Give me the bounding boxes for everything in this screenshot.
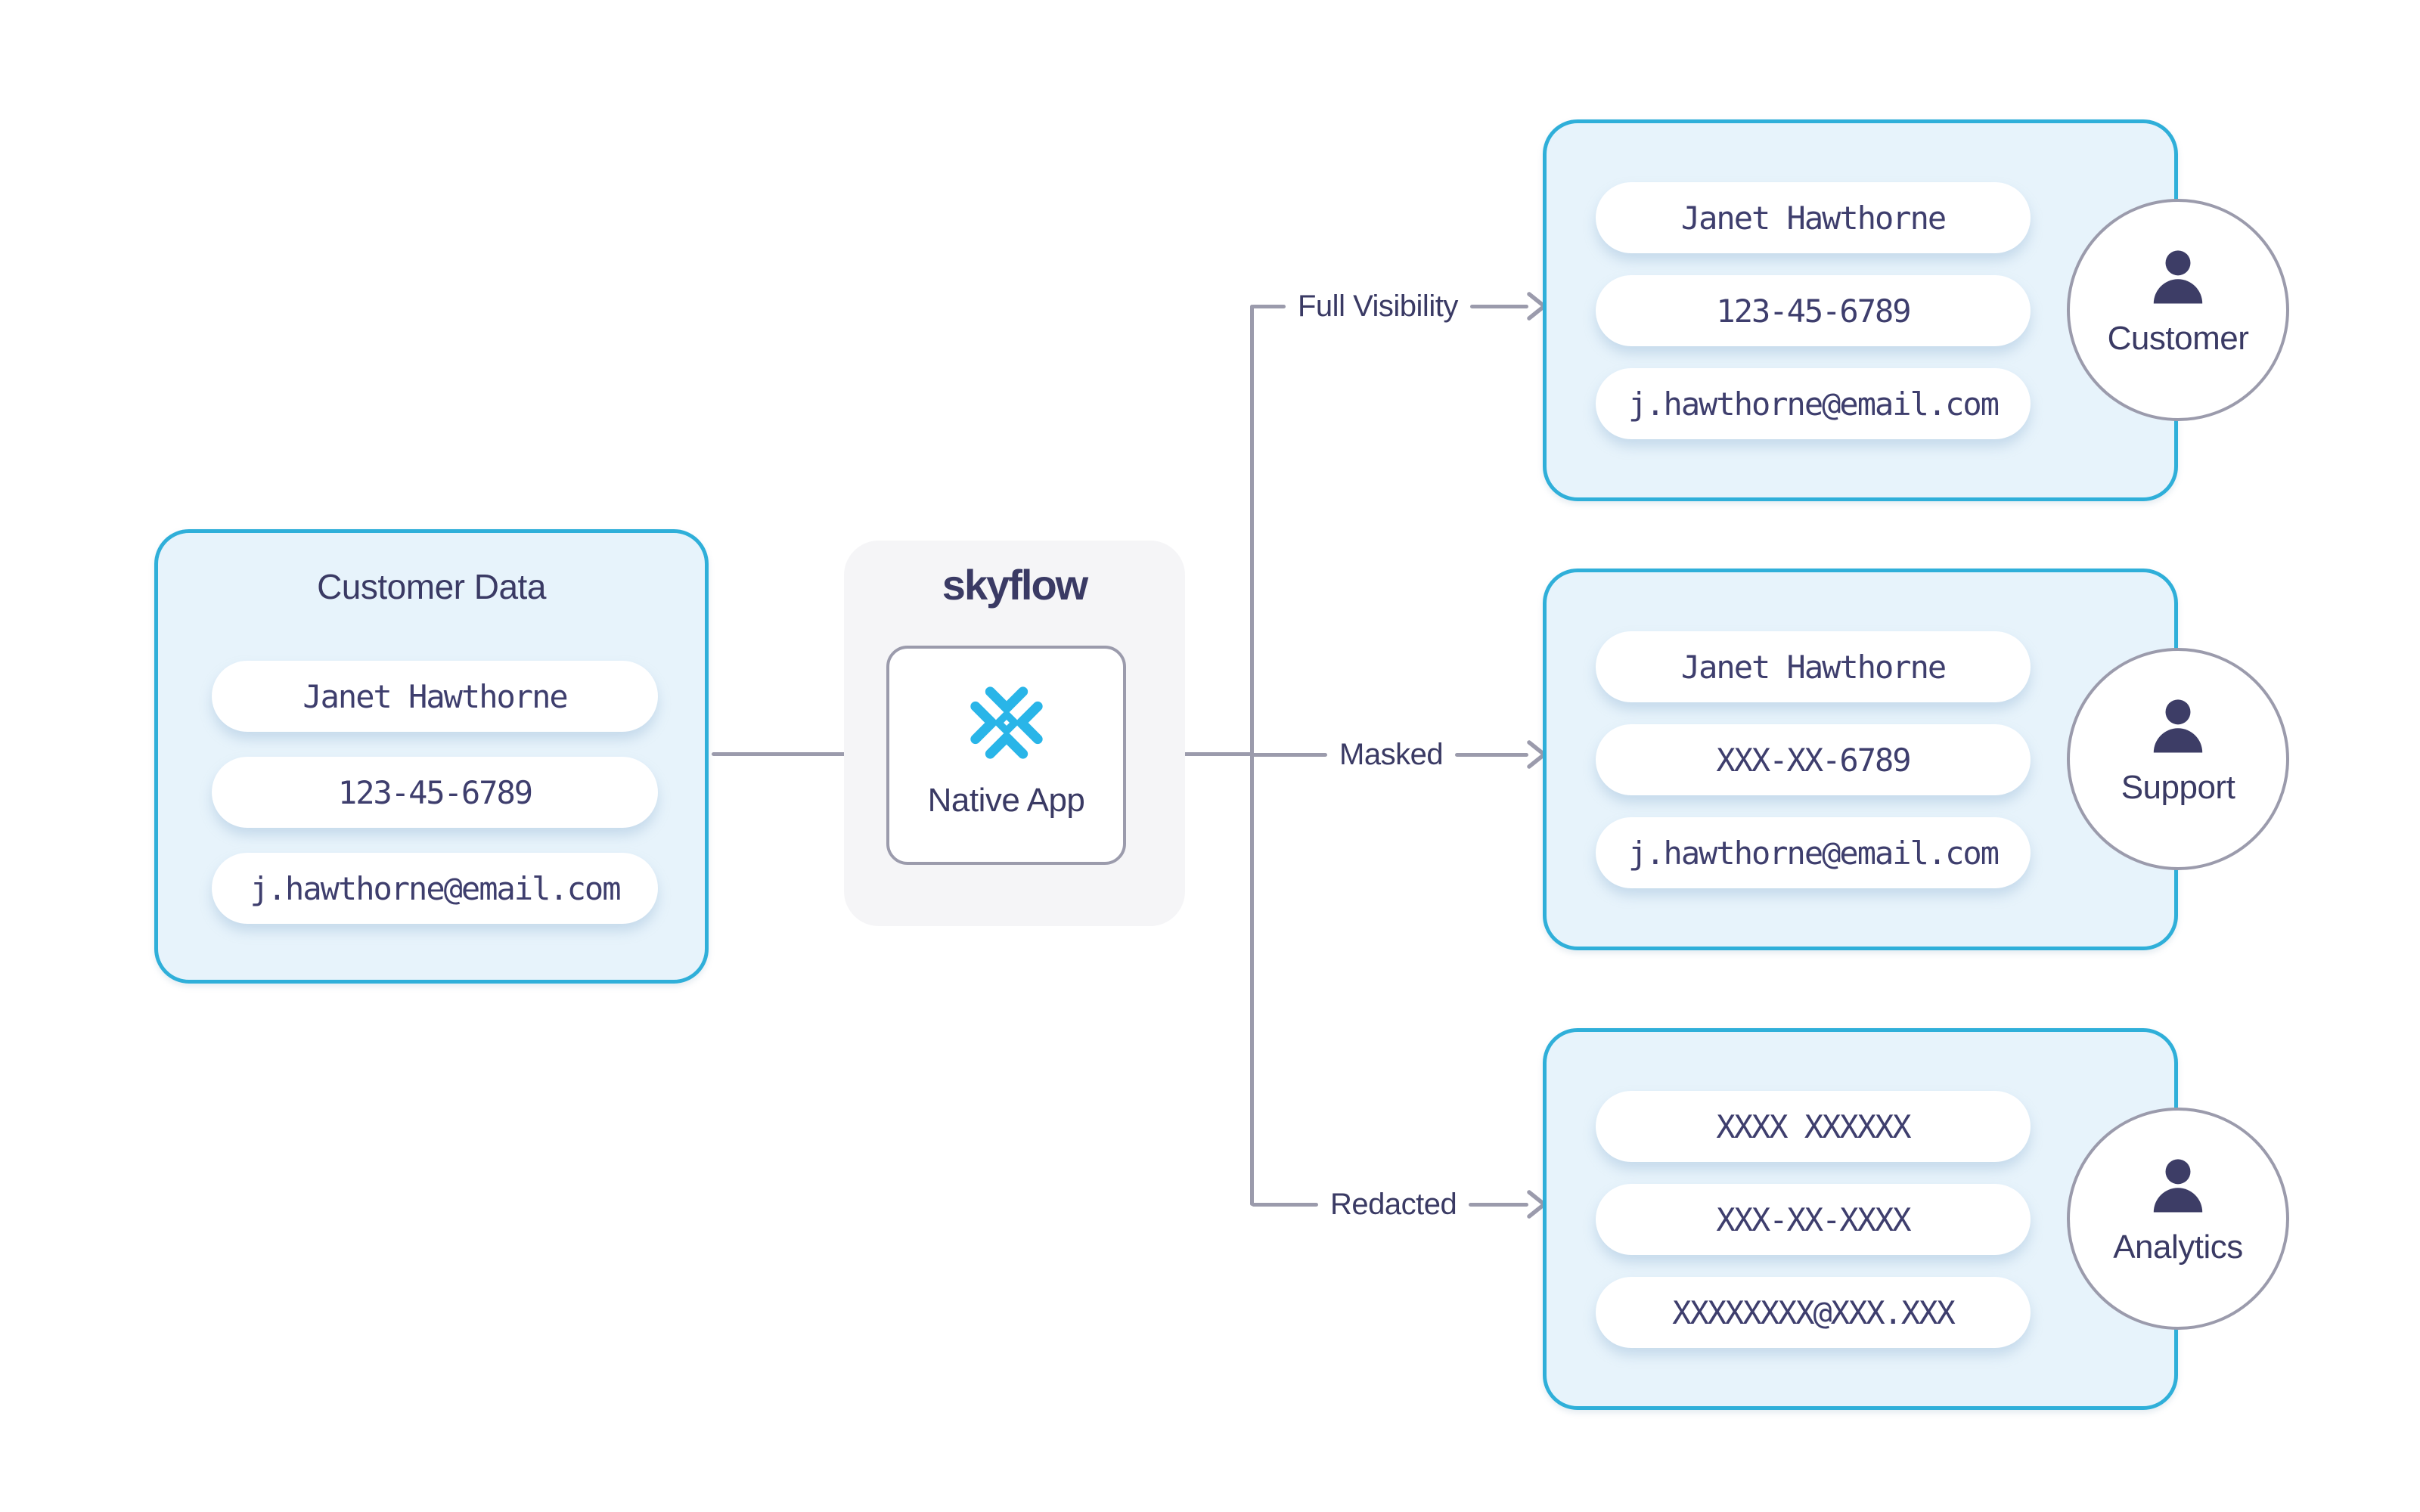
connector-source-to-app — [712, 752, 872, 756]
branch-row-full-visibility: Full Visibility — [1252, 282, 1548, 330]
native-app-box: Native App — [886, 646, 1126, 865]
full-visibility-box: Janet Hawthorne 123-45-6789 j.hawthorne@… — [1543, 119, 2178, 501]
branch-label-masked: Masked — [1339, 737, 1444, 771]
field-ssn: XXX-XX-6789 — [1596, 724, 2031, 795]
skyflow-panel: skyflow Native App — [844, 541, 1185, 926]
branch-stub-line — [1252, 304, 1286, 308]
customer-avatar: Customer — [2067, 199, 2289, 421]
field-email: j.hawthorne@email.com — [1596, 817, 2031, 888]
field-ssn: 123-45-6789 — [212, 757, 658, 828]
field-name: Janet Hawthorne — [212, 661, 658, 732]
full-visibility-fields: Janet Hawthorne 123-45-6789 j.hawthorne@… — [1596, 182, 2031, 439]
branch-arrow-line — [1469, 304, 1528, 308]
field-email: j.hawthorne@email.com — [1596, 368, 2031, 439]
field-name: XXXX XXXXXX — [1596, 1091, 2031, 1162]
branch-arrow-line — [1469, 1202, 1528, 1207]
branch-stub-line — [1252, 752, 1327, 757]
audience-label-customer: Customer — [2107, 320, 2249, 357]
field-name: Janet Hawthorne — [1596, 631, 2031, 702]
customer-data-fields: Janet Hawthorne 123-45-6789 j.hawthorne@… — [212, 661, 658, 924]
masked-box: Janet Hawthorne XXX-XX-6789 j.hawthorne@… — [1543, 569, 2178, 950]
field-ssn: XXX-XX-XXXX — [1596, 1184, 2031, 1255]
branch-row-masked: Masked — [1252, 730, 1548, 779]
analytics-avatar: Analytics — [2067, 1108, 2289, 1330]
connector-app-to-trunk — [1125, 752, 1252, 756]
field-email: j.hawthorne@email.com — [212, 853, 658, 924]
support-avatar: Support — [2067, 648, 2289, 870]
skyflow-wordmark: skyflow — [942, 561, 1088, 609]
audience-label-analytics: Analytics — [2113, 1228, 2243, 1266]
redacted-fields: XXXX XXXXXX XXX-XX-XXXX XXXXXXXX@XXX.XXX — [1596, 1091, 2031, 1348]
branch-label-redacted: Redacted — [1330, 1187, 1457, 1221]
snowflake-icon — [970, 686, 1043, 759]
branch-label-full-visibility: Full Visibility — [1298, 289, 1458, 323]
person-icon — [2153, 699, 2203, 753]
customer-data-box: Customer Data Janet Hawthorne 123-45-678… — [154, 529, 709, 984]
person-icon — [2153, 1159, 2203, 1213]
branch-row-redacted: Redacted — [1252, 1180, 1548, 1228]
field-ssn: 123-45-6789 — [1596, 275, 2031, 346]
person-icon — [2153, 250, 2203, 304]
branch-stub-line — [1252, 1202, 1318, 1207]
audience-label-support: Support — [2121, 769, 2235, 806]
customer-data-title: Customer Data — [317, 567, 546, 606]
branch-arrow-line — [1455, 752, 1528, 757]
field-name: Janet Hawthorne — [1596, 182, 2031, 253]
native-app-label: Native App — [927, 782, 1085, 819]
masked-fields: Janet Hawthorne XXX-XX-6789 j.hawthorne@… — [1596, 631, 2031, 888]
field-email: XXXXXXXX@XXX.XXX — [1596, 1277, 2031, 1348]
